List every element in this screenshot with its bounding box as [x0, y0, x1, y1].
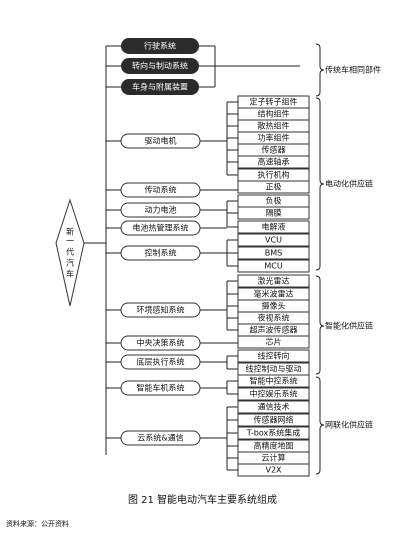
electrification-component-label: 功率组件 [258, 133, 290, 143]
electrification-group-label: 电动化供应链 [325, 179, 373, 189]
connected-component-label: 中控娱乐系统 [250, 389, 298, 399]
electrification-component-label: 隔膜 [266, 208, 282, 218]
connected-component-label: 智能中控系统 [250, 376, 298, 386]
electrification-component-label: 负极 [266, 196, 282, 206]
figure-caption: 图 21 智能电动汽车主要系统组成 [127, 495, 278, 506]
traditional-item-label: 转向与制动系统 [132, 61, 188, 71]
electrification-component-label: 结构组件 [258, 109, 290, 119]
connected-component-label: V2X [265, 466, 282, 475]
intelligent-system-label: 中央决策系统 [137, 338, 185, 348]
traditional-item-label: 行驶系统 [144, 41, 176, 51]
intelligent-system-label: 环境感知系统 [137, 305, 185, 315]
intelligent-component-box [237, 335, 310, 349]
intelligent-component-label: 毫米波雷达 [254, 289, 294, 299]
root-char: 一 [66, 237, 74, 246]
connected-system-label: 智能车机系统 [137, 383, 185, 393]
traditional-group-label: 传统车相同部件 [325, 65, 381, 75]
traditional-item-pill [121, 79, 199, 95]
intelligent-component-label: 激光雷达 [258, 276, 290, 286]
electrification-component-label: 电解液 [262, 222, 286, 232]
connected-component-label: 高精度地图 [254, 441, 294, 451]
intelligent-group-label: 智能化供应链 [325, 321, 373, 331]
root-char: 车 [66, 269, 74, 279]
electrification-component-label: MCU [264, 262, 282, 271]
electrification-component-label: 传感器 [262, 145, 286, 155]
intelligent-group-bracket [315, 275, 325, 375]
traditional-item-pill [121, 58, 199, 74]
electrification-component-box [237, 180, 310, 194]
electrification-group-bracket [315, 97, 325, 271]
root-char: 代 [66, 247, 74, 257]
traditional-item-pill [121, 38, 199, 54]
connected-component-label: T-box系统集成 [246, 428, 301, 438]
root-char: 新 [66, 227, 74, 237]
electrification-component-label: BMS [265, 249, 282, 258]
intelligent-component-label: 线控转向 [258, 351, 290, 361]
connected-group-label: 网联化供应链 [325, 420, 373, 430]
electrification-component-label: 正极 [266, 182, 282, 192]
electrification-component-label: 高速轴承 [258, 157, 290, 167]
connected-component-label: 通信技术 [258, 402, 290, 412]
intelligent-component-label: 线控制动与驱动 [246, 364, 302, 374]
intelligent-component-label: 摄像头 [262, 301, 286, 311]
electrification-system-label: 动力电池 [145, 205, 177, 215]
root-diamond [55, 198, 85, 307]
root-char: 汽 [66, 258, 74, 268]
connected-component-label: 云计算 [262, 453, 286, 463]
connected-system-label: 云系统&通信 [137, 433, 183, 443]
intelligent-system-label: 底层执行系统 [137, 357, 185, 367]
source-note: 资料来源：公开资料 [6, 520, 69, 528]
traditional-group-bracket [315, 43, 325, 97]
electrification-component-label: VCU [265, 236, 282, 245]
electrification-system-label: 驱动电机 [145, 136, 177, 146]
intelligent-component-label: 超声波传感器 [250, 325, 298, 335]
traditional-item-label: 车身与附属装置 [132, 82, 188, 92]
intelligent-component-label: 芯片 [266, 337, 282, 347]
electrification-component-label: 定子转子组件 [250, 97, 298, 107]
electrification-component-label: 执行机构 [258, 170, 290, 180]
electrification-system-label: 电池热管理系统 [133, 223, 189, 233]
connected-group-bracket [315, 376, 325, 475]
intelligent-component-label: 夜视系统 [258, 313, 290, 323]
electrification-system-label: 传动系统 [145, 185, 177, 195]
connected-component-label: 传感器网络 [254, 415, 294, 425]
electrification-system-label: 控制系统 [145, 248, 177, 258]
electrification-component-label: 散热组件 [258, 121, 290, 131]
